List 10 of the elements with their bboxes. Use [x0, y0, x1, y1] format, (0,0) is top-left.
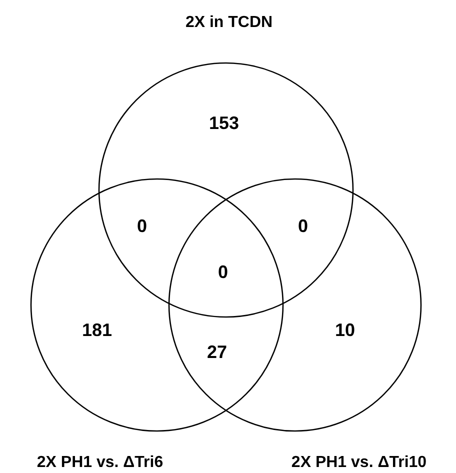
region-count: 153 — [208, 113, 240, 133]
region-count: 0 — [218, 262, 228, 282]
region-count: 0 — [298, 216, 308, 236]
set-heading: 2X PH1 vs. ΔTri10 — [291, 454, 427, 472]
region-count: 27 — [206, 342, 228, 362]
set-heading: 2X in TCDN — [185, 14, 273, 32]
region-count: 0 — [137, 216, 147, 236]
region-count: 181 — [82, 320, 112, 340]
region-count: 10 — [334, 320, 356, 340]
set-heading: 2X PH1 vs. ΔTri6 — [36, 454, 164, 472]
